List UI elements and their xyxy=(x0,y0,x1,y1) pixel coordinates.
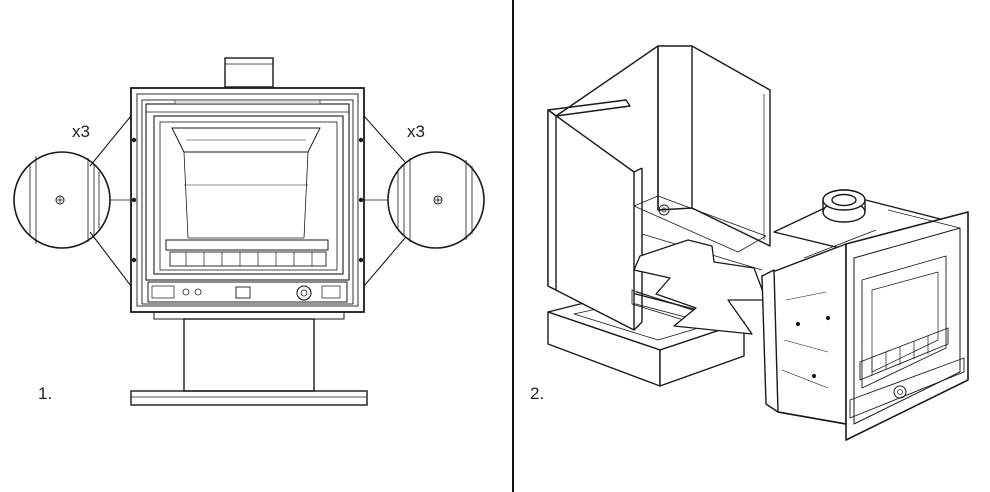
surround-housing xyxy=(547,45,771,331)
detail-leader-lines xyxy=(89,115,406,287)
left-screw-detail xyxy=(13,151,111,249)
panel-divider xyxy=(512,0,514,492)
step-1-panel: x3 x3 1. xyxy=(13,57,485,406)
left-quantity-label: x3 xyxy=(72,122,90,141)
fireplace-insert xyxy=(761,189,969,441)
right-screw-detail xyxy=(387,151,485,249)
right-quantity-label: x3 xyxy=(407,122,425,141)
insert-front-body xyxy=(130,87,365,313)
step-number: 1. xyxy=(38,384,53,403)
step-2-panel: 2. xyxy=(516,0,990,492)
step-number: 2. xyxy=(530,384,545,403)
step-1-drawing xyxy=(13,57,485,406)
step-2-drawing xyxy=(547,45,969,441)
pedestal-stand xyxy=(130,311,368,406)
removal-arrow xyxy=(633,239,767,335)
flue-collar xyxy=(224,57,274,88)
